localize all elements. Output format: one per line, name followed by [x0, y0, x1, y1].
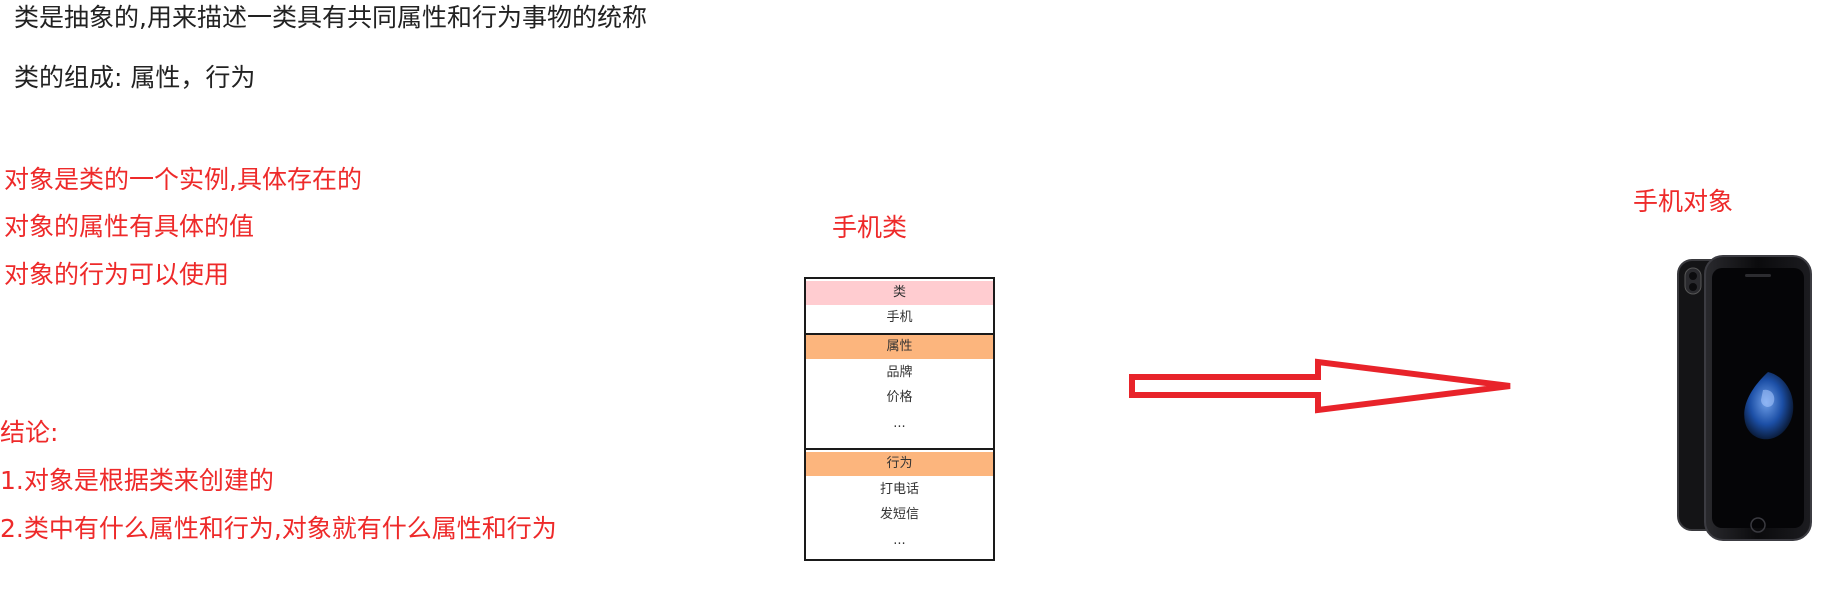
phone-image	[1677, 255, 1812, 541]
behaviors-header-cell: 行为	[806, 452, 993, 476]
section-divider	[806, 448, 993, 450]
class-header-cell: 类	[806, 281, 993, 305]
object-note-2: 对象的属性有具体的值	[4, 212, 255, 241]
class-definition-text: 类是抽象的,用来描述一类具有共同属性和行为事物的统称	[14, 3, 647, 32]
right-arrow-icon	[1129, 358, 1511, 414]
class-table: 类 手机 属性 品牌 价格 ... 行为 打电话 发短信 ...	[804, 277, 995, 561]
object-diagram-title: 手机对象	[1633, 187, 1734, 216]
behavior-item: 打电话	[879, 482, 919, 497]
section-divider	[806, 333, 993, 335]
class-name-cell: 手机	[886, 310, 913, 325]
class-diagram-title: 手机类	[832, 213, 908, 242]
behavior-item: 发短信	[879, 507, 919, 522]
behavior-item: ...	[893, 533, 906, 548]
conclusion-heading: 结论:	[0, 418, 59, 447]
object-note-1: 对象是类的一个实例,具体存在的	[4, 165, 362, 194]
attribute-item: 价格	[886, 390, 913, 405]
attributes-header-cell: 属性	[806, 335, 993, 359]
conclusion-item-1: 1.对象是根据类来创建的	[0, 466, 274, 495]
class-composition-text: 类的组成: 属性，行为	[14, 63, 256, 92]
conclusion-item-2: 2.类中有什么属性和行为,对象就有什么属性和行为	[0, 514, 557, 543]
object-note-3: 对象的行为可以使用	[4, 260, 230, 289]
attribute-item: 品牌	[886, 365, 913, 380]
attribute-item: ...	[893, 416, 906, 431]
